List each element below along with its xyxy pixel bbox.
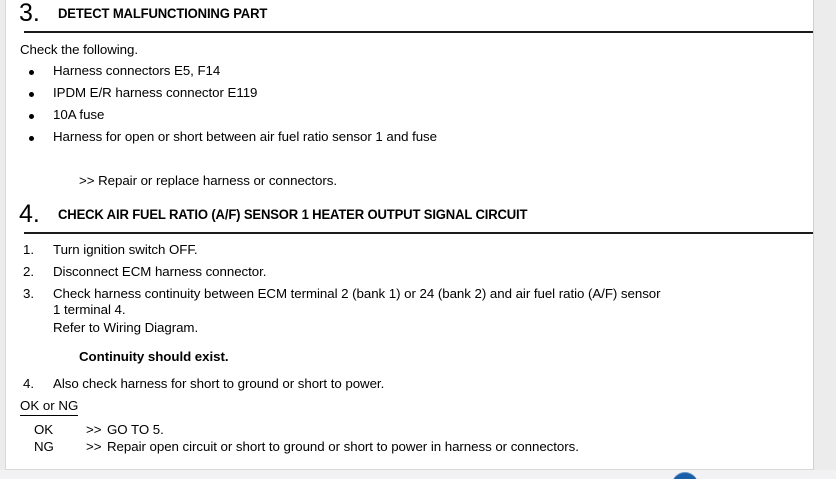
judgement-ok-code: OK — [34, 422, 54, 437]
judgement-ng-arrow: >> — [86, 439, 102, 454]
step-2-text: Disconnect ECM harness connector. — [53, 264, 267, 279]
section-4-rule — [24, 232, 813, 234]
step-1-number: 1. — [23, 242, 35, 257]
section-3-bullet-1: Harness connectors E5, F14 — [53, 63, 221, 78]
section-3-bullet-2: IPDM E/R harness connector E119 — [53, 85, 258, 100]
section-4-number: 4. — [19, 200, 40, 228]
judgement-ok-arrow: >> — [86, 422, 102, 437]
bullet-icon — [29, 114, 34, 119]
section-3-title: DETECT MALFUNCTIONING PART — [58, 6, 268, 21]
section-3-rule — [24, 31, 813, 33]
section-3-heading: 3. DETECT MALFUNCTIONING PART — [19, 0, 811, 31]
step-3-line-3: Refer to Wiring Diagram. — [53, 320, 199, 335]
bullet-icon — [29, 92, 34, 97]
judgement-ng-code: NG — [34, 439, 54, 454]
section-3-number: 3. — [19, 0, 40, 27]
page-bottom-gutter — [0, 470, 836, 479]
step-1-text: Turn ignition switch OFF. — [53, 242, 198, 257]
bullet-icon — [29, 136, 34, 141]
step-4-text: Also check harness for short to ground o… — [53, 376, 385, 391]
section-4-title: CHECK AIR FUEL RATIO (A/F) SENSOR 1 HEAT… — [58, 207, 528, 222]
judgement-ok-action: GO TO 5. — [107, 422, 164, 437]
section-4-heading: 4. CHECK AIR FUEL RATIO (A/F) SENSOR 1 H… — [19, 200, 811, 232]
step-2-number: 2. — [23, 264, 35, 279]
manual-page: 3. DETECT MALFUNCTIONING PART Check the … — [5, 0, 814, 470]
step-3-number: 3. — [23, 286, 35, 301]
section-4-spec: Continuity should exist. — [79, 349, 229, 364]
section-3-bullet-4: Harness for open or short between air fu… — [53, 129, 438, 144]
step-4-number: 4. — [23, 376, 35, 391]
bullet-icon — [29, 70, 34, 75]
judgement-ng-action: Repair open circuit or short to ground o… — [107, 439, 579, 454]
section-3-bullet-3: 10A fuse — [53, 107, 105, 122]
section-3-intro: Check the following. — [20, 42, 138, 57]
step-3-line-1: Check harness continuity between ECM ter… — [53, 286, 661, 301]
step-3-line-2: 1 terminal 4. — [53, 302, 126, 317]
section-3-result: >> Repair or replace harness or connecto… — [79, 173, 338, 188]
blue-circle-badge[interactable] — [672, 472, 698, 479]
judgement-label: OK or NG — [20, 397, 79, 416]
